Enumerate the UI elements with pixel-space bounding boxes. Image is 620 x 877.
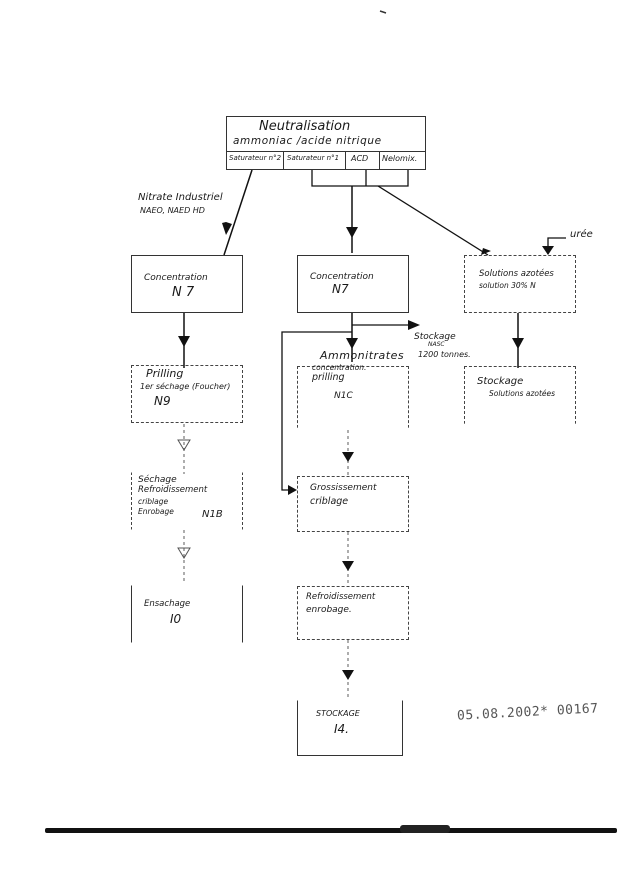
label-ammonitrates: Ammonitrates (320, 349, 405, 362)
left-ensachage-box: Ensachage I0 (131, 585, 243, 643)
center-grossissement-label: Grossissement (310, 483, 377, 493)
left-ensachage-code: I0 (170, 612, 182, 626)
page-edge-smudge (400, 825, 450, 833)
center-grossissement-box: Grossissement criblage (297, 476, 409, 532)
cell-nelomix: Nelomix. (382, 154, 418, 163)
center-prilling-code: N1C (334, 391, 353, 401)
left-prilling-sub: 1er séchage (Foucher) (140, 382, 231, 391)
center-concentration-code: N7 (332, 282, 349, 296)
left-concentration-code: N 7 (172, 285, 195, 300)
left-prilling-label: Prilling (146, 367, 184, 380)
label-stockage-nasc: Stockage (414, 332, 456, 342)
center-refroidissement-label: Refroidissement (306, 592, 376, 602)
right-solutions-box: Solutions azotées solution 30% N (464, 255, 576, 313)
cell-saturateur-2: Saturateur n°2 (229, 154, 282, 162)
center-concentration-box: Concentration N7 (297, 255, 409, 313)
center-stockage-code: I4. (334, 722, 349, 736)
page-edge-bar (45, 828, 617, 833)
neutralisation-box: Neutralisation ammoniac /acide nitrique … (226, 116, 426, 170)
left-concentration-box: Concentration N 7 (131, 255, 243, 313)
center-enrobage-label: enrobage. (306, 605, 352, 615)
right-solution-30-label: solution 30% N (479, 281, 536, 290)
left-sechage-box: Séchage Refroidissement criblage Enrobag… (131, 472, 243, 530)
center-prilling-box: concentration. prilling N1C (297, 363, 409, 428)
center-refroidissement-box: Refroidissement enrobage. (297, 586, 409, 640)
connector-top-to-left (223, 169, 253, 256)
center-stockage-label: STOCKAGE (316, 709, 360, 718)
label-nitrate-industriel: Nitrate Industriel (138, 192, 223, 203)
left-sechage-code: N1B (202, 509, 223, 520)
left-refroidissement-label: Refroidissement (138, 485, 208, 495)
center-criblage-label: criblage (310, 496, 349, 507)
center-prilling-label: prilling (312, 372, 345, 383)
neutralisation-subtitle: ammoniac /acide nitrique (233, 135, 382, 147)
right-stockage-sub: Solutions azotées (489, 389, 556, 398)
cell-saturateur-1: Saturateur n°1 (287, 154, 340, 162)
arrow-head-center (346, 227, 358, 238)
cell-acd: ACD (351, 154, 369, 163)
connector-top-to-right (377, 185, 489, 256)
label-uree: urée (570, 229, 593, 240)
left-criblage-label: criblage (138, 497, 169, 506)
label-naeo: NAEO, NAED HD (140, 206, 205, 215)
right-stockage-label: Stockage (477, 376, 524, 387)
left-prilling-box: Prilling 1er séchage (Foucher) N9 (131, 365, 243, 423)
stray-mark (379, 10, 387, 14)
left-concentration-label: Concentration (144, 273, 208, 283)
left-prilling-code: N9 (154, 394, 171, 408)
neutralisation-title: Neutralisation (259, 119, 351, 134)
left-sechage-label: Séchage (138, 475, 177, 485)
left-ensachage-label: Ensachage (144, 599, 191, 609)
bracket-under-top (311, 170, 409, 187)
center-prilling-concentration: concentration. (312, 363, 367, 372)
center-stockage-box: STOCKAGE I4. (297, 700, 403, 756)
arrow-head-left (222, 222, 232, 235)
center-concentration-label: Concentration (310, 272, 374, 282)
label-1200-tonnes: 1200 tonnes. (418, 350, 471, 359)
right-solutions-label: Solutions azotées (479, 269, 554, 279)
left-enrobage-label: Enrobage (138, 507, 174, 516)
label-nasc: NASC (428, 341, 445, 348)
right-stockage-box: Stockage Solutions azotées (464, 366, 576, 424)
